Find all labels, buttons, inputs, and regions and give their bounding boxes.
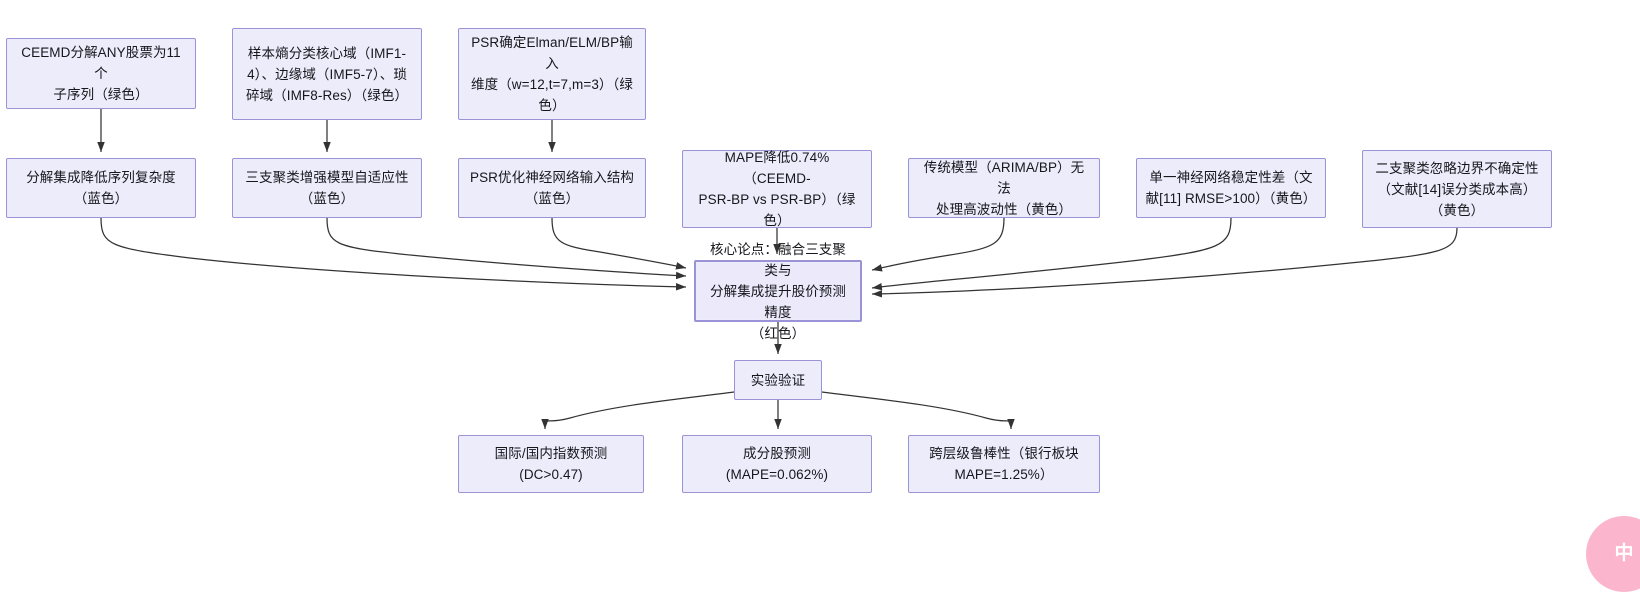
node-result-constituent-stock-forecast[interactable]: 成分股预测 (MAPE=0.062%) — [682, 435, 872, 493]
edge-exp-r3 — [821, 391, 1015, 430]
edge-n10-core — [871, 227, 1458, 298]
node-label: 实验验证 — [750, 372, 806, 388]
node-label: 分解集成降低序列复杂度 （蓝色） — [26, 170, 176, 206]
node-label: PSR确定Elman/ELM/BP输入 维度（w=12,t=7,m=3）（绿 色… — [471, 35, 633, 113]
node-sample-entropy-classification[interactable]: 样本熵分类核心域（IMF1- 4）、边缘域（IMF5-7）、琐 碎域（IMF8-… — [232, 28, 422, 120]
edge-n4-core — [100, 217, 687, 291]
node-psr-input-dimension[interactable]: PSR确定Elman/ELM/BP输入 维度（w=12,t=7,m=3）（绿 色… — [458, 28, 646, 120]
node-result-index-forecast[interactable]: 国际/国内指数预测 (DC>0.47) — [458, 435, 644, 493]
node-two-way-clustering-limitation[interactable]: 二支聚类忽略边界不确定性 （文献[14]误分类成本高） （黄色） — [1362, 150, 1552, 228]
node-three-way-clustering-adaptivity[interactable]: 三支聚类增强模型自适应性 （蓝色） — [232, 158, 422, 218]
node-label: PSR优化神经网络输入结构 （蓝色） — [469, 170, 635, 206]
node-experimental-validation[interactable]: 实验验证 — [734, 360, 822, 400]
node-label: 成分股预测 (MAPE=0.062%) — [725, 446, 829, 482]
node-decomposition-reduces-complexity[interactable]: 分解集成降低序列复杂度 （蓝色） — [6, 158, 196, 218]
node-psr-optimizes-network-input[interactable]: PSR优化神经网络输入结构 （蓝色） — [458, 158, 646, 218]
node-core-thesis[interactable]: 核心论点：融合三支聚类与 分解集成提升股价预测精度 （红色） — [694, 242, 862, 341]
node-label: 传统模型（ARIMA/BP）无法 处理高波动性（黄色） — [923, 159, 1085, 217]
node-label: 二支聚类忽略边界不确定性 （文献[14]误分类成本高） （黄色） — [1375, 160, 1539, 218]
node-label: CEEMD分解ANY股票为11个 子序列（绿色） — [21, 45, 181, 102]
node-traditional-model-limitation[interactable]: 传统模型（ARIMA/BP）无法 处理高波动性（黄色） — [908, 158, 1100, 218]
watermark-label: 中 — [1614, 543, 1634, 564]
node-ceemd-decomposition[interactable]: CEEMD分解ANY股票为11个 子序列（绿色） — [6, 38, 196, 109]
node-result-cross-level-robustness[interactable]: 跨层级鲁棒性（银行板块 MAPE=1.25%） — [908, 435, 1100, 493]
flowchart-canvas: CEEMD分解ANY股票为11个 子序列（绿色） 样本熵分类核心域（IMF1- … — [6, 28, 1640, 592]
node-label: 样本熵分类核心域（IMF1- 4）、边缘域（IMF5-7）、琐 碎域（IMF8-… — [245, 45, 409, 103]
watermark-badge: 中 — [1586, 516, 1640, 592]
node-single-network-instability[interactable]: 单一神经网络稳定性差（文 献[11] RMSE>100）（黄色） — [1136, 158, 1326, 218]
node-label: 单一神经网络稳定性差（文 献[11] RMSE>100）（黄色） — [1145, 170, 1317, 206]
node-label: 跨层级鲁棒性（银行板块 MAPE=1.25%） — [929, 446, 1079, 482]
node-label: 核心论点：融合三支聚类与 分解集成提升股价预测精度 （红色） — [710, 241, 846, 341]
edge-n5-core — [326, 217, 687, 280]
node-mape-reduction-evidence[interactable]: MAPE降低0.74%（CEEMD- PSR-BP vs PSR-BP）（绿 色… — [682, 150, 872, 228]
edge-exp-r1 — [541, 391, 735, 430]
edge-n8-core — [871, 217, 1005, 272]
edge-n9-core — [871, 217, 1232, 291]
node-label: 三支聚类增强模型自适应性 （蓝色） — [245, 170, 409, 206]
node-label: 国际/国内指数预测 (DC>0.47) — [494, 446, 608, 482]
edge-n6-core — [551, 217, 687, 270]
node-label: MAPE降低0.74%（CEEMD- PSR-BP vs PSR-BP）（绿 色… — [698, 150, 856, 228]
